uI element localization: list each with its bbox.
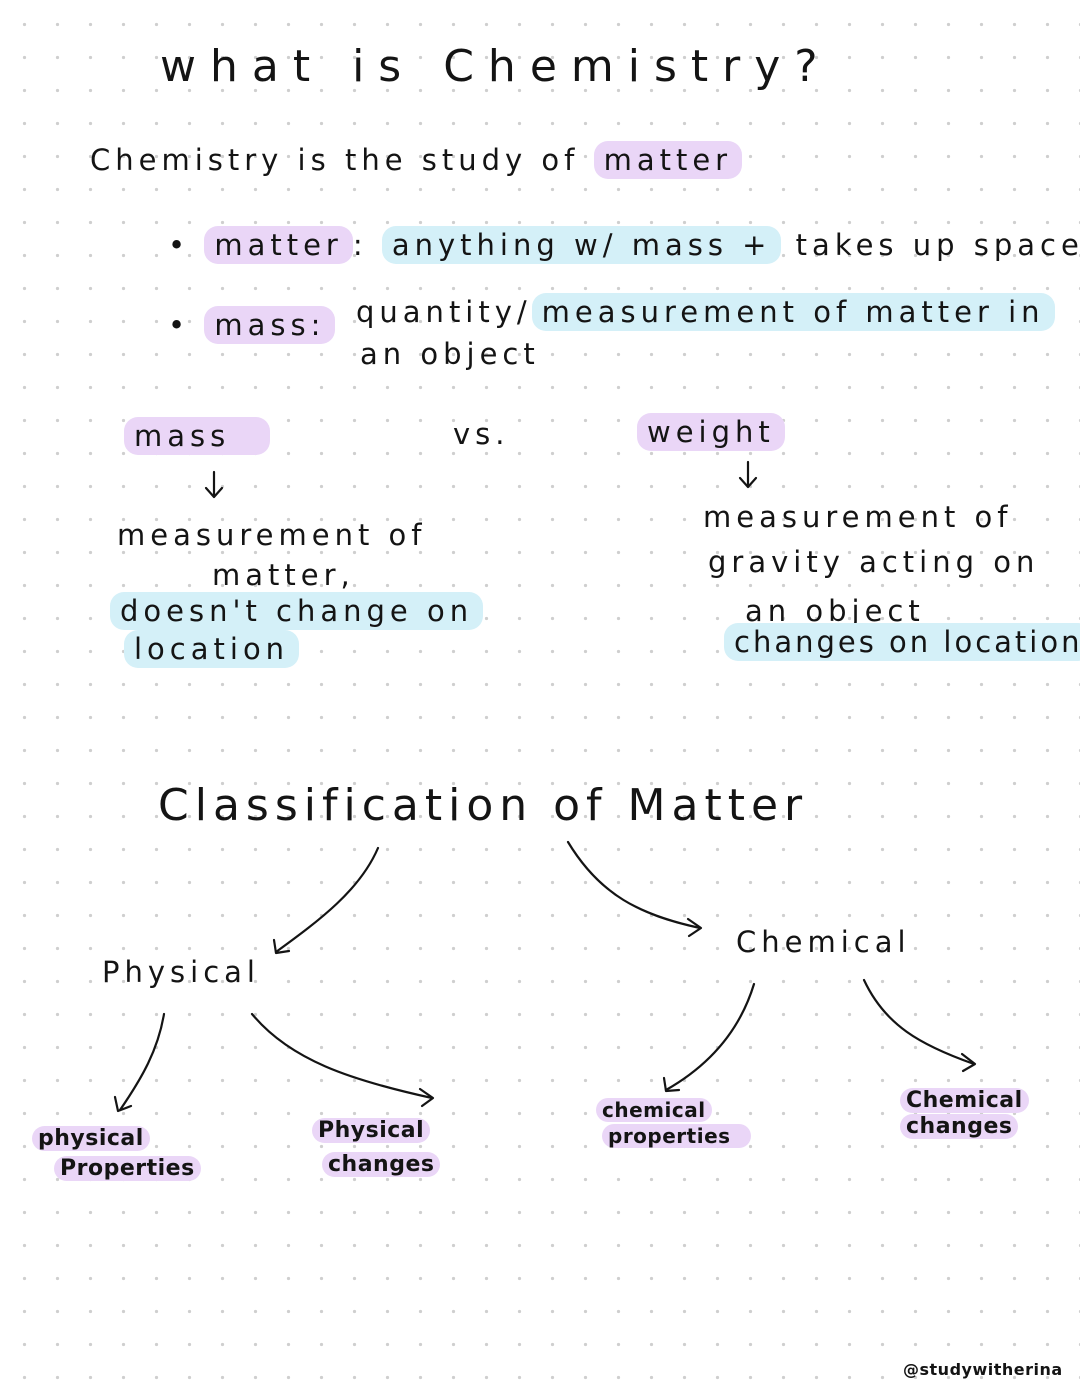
arrow-to-chemical: [566, 840, 703, 938]
leaf-line: Properties: [54, 1156, 201, 1181]
arrow-to-physical: [272, 846, 380, 955]
weight-desc-line2: gravity acting on: [708, 545, 1040, 579]
weight-desc-line1: measurement of: [703, 500, 1013, 534]
arrow-to-physical-changes: [250, 1012, 435, 1108]
leaf-line: physical: [32, 1126, 150, 1151]
classification-title: Classification of Matter: [158, 780, 809, 831]
bullet-definition: anything w/ mass +: [381, 226, 782, 264]
leaf-physical-properties: physical Properties: [32, 1126, 201, 1181]
weight-heading-label: weight: [637, 413, 785, 451]
bullet-separator: :: [352, 228, 368, 262]
bullet-definition: quantity/: [356, 295, 532, 329]
bullet-mass: • mass:: [168, 306, 336, 344]
bullet-term: matter: [204, 226, 353, 264]
mass-desc-line2: matter,: [212, 558, 355, 592]
mass-desc-line1: measurement of: [117, 518, 427, 552]
arrow-to-physical-properties: [113, 1012, 166, 1113]
definition-prefix: Chemistry is the study of: [90, 143, 580, 177]
leaf-chemical-properties: chemical properties: [596, 1098, 751, 1148]
definition: Chemistry is the study of matter: [90, 141, 743, 179]
watermark: @studywitherina: [903, 1360, 1063, 1379]
bullet-dot: •: [168, 308, 191, 342]
bullet-matter: • matter: anything w/ mass + takes up sp…: [168, 226, 1080, 264]
bullet-definition-highlight: measurement of matter in: [531, 293, 1055, 331]
leaf-line: properties: [602, 1124, 751, 1148]
leaf-chemical-changes: Chemical changes: [900, 1088, 1029, 1139]
mass-desc-highlight: location: [124, 630, 300, 668]
mass-heading-label: mass: [124, 417, 271, 455]
mass-desc-highlight: doesn't change on: [110, 592, 484, 630]
definition-keyword: matter: [593, 141, 743, 179]
weight-desc-highlight: changes on location: [724, 623, 1080, 661]
chemical-label: Chemical: [736, 925, 911, 959]
leaf-line: changes: [322, 1152, 441, 1177]
mass-desc-line4: location: [124, 630, 300, 668]
leaf-line: changes: [900, 1114, 1019, 1139]
physical-label: Physical: [102, 955, 260, 989]
bullet-definition-rest: takes up space: [795, 228, 1080, 262]
page-title: what is Chemistry?: [160, 41, 832, 92]
mass-heading: mass: [124, 417, 271, 455]
leaf-line: Chemical: [900, 1088, 1029, 1113]
weight-desc-line4: changes on location: [724, 623, 1080, 661]
bullet-dot: •: [168, 228, 191, 262]
mass-desc-line3: doesn't change on: [110, 592, 484, 630]
weight-desc-line3: an object: [745, 594, 925, 628]
bullet-mass-definition: quantity/measurement of matter in: [356, 293, 1055, 331]
leaf-physical-changes: Physical changes: [312, 1118, 441, 1177]
leaf-line: chemical: [596, 1098, 712, 1122]
weight-heading: weight: [637, 413, 785, 451]
arrow-to-chemical-properties: [662, 982, 756, 1093]
leaf-line: Physical: [312, 1118, 431, 1143]
bullet-mass-definition-cont: an object: [360, 337, 540, 371]
arrow-to-chemical-changes: [862, 978, 977, 1073]
vs-label: vs.: [453, 417, 510, 451]
down-arrow-icon: [204, 470, 224, 499]
bullet-term: mass:: [204, 306, 336, 344]
down-arrow-icon: [738, 460, 758, 489]
